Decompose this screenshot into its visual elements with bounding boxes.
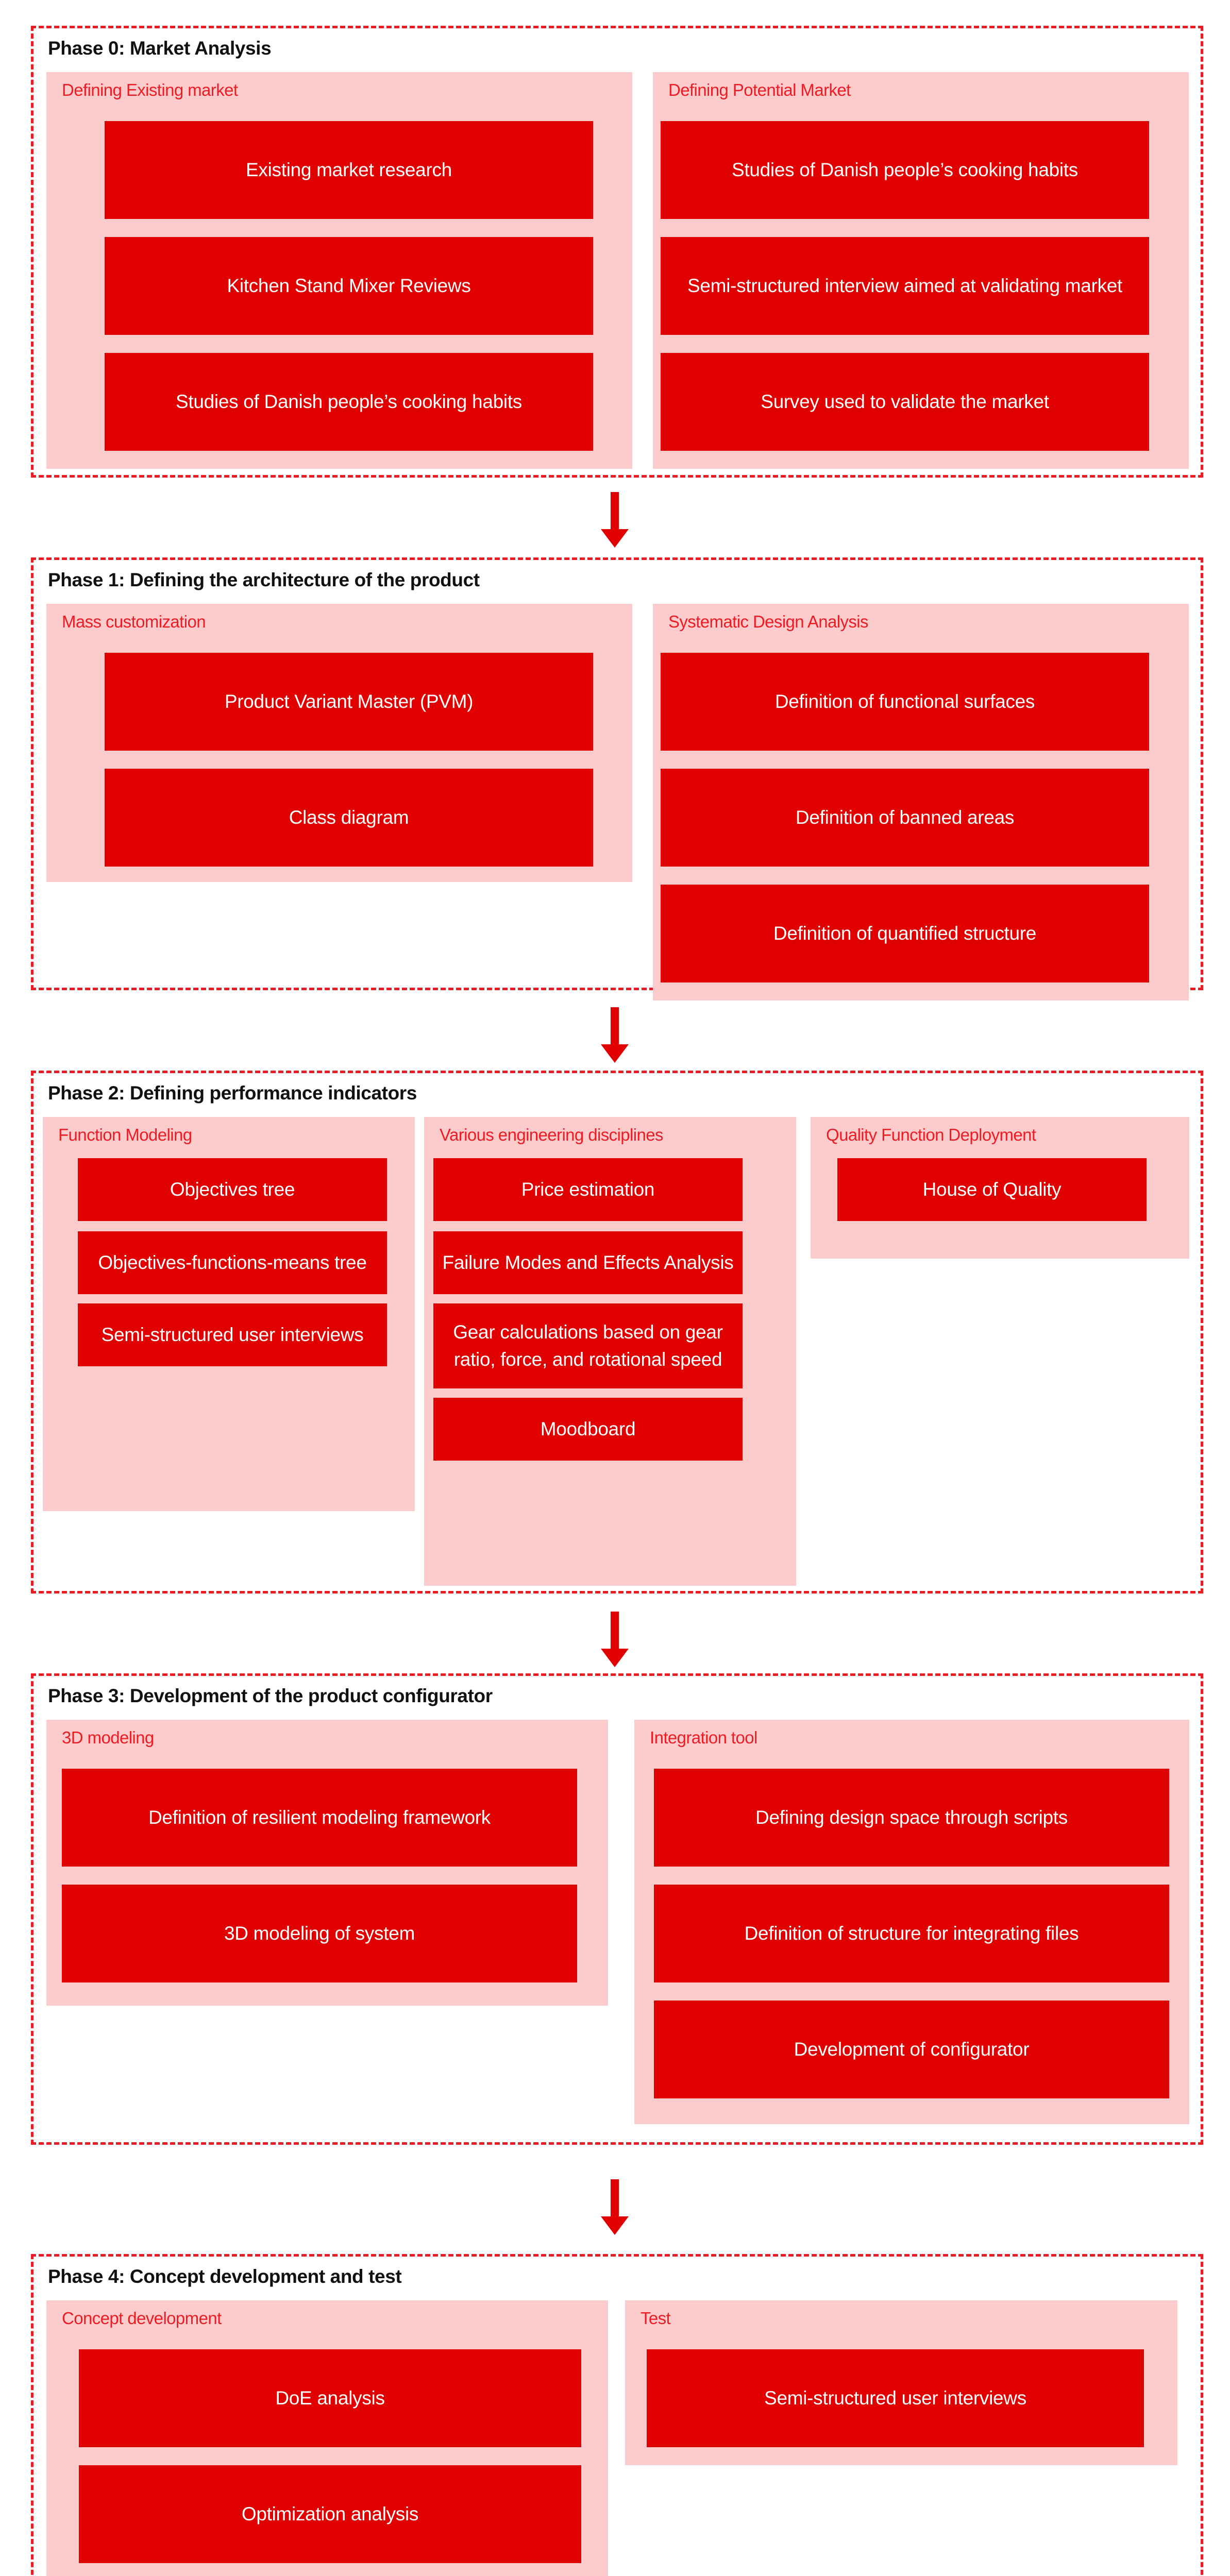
group-title: Systematic Design Analysis [668, 612, 869, 631]
task-box[interactable]: 3D modeling of system [62, 1885, 577, 1982]
task-box[interactable]: Gear calculations based on gear ratio, f… [433, 1303, 743, 1388]
task-box[interactable]: Definition of quantified structure [661, 885, 1149, 982]
group-title: Concept development [62, 2309, 222, 2328]
phase-container-3: Phase 3: Development of the product conf… [31, 1673, 1203, 2145]
group-3d-modeling: 3D modeling Definition of resilient mode… [46, 1720, 608, 2006]
task-box[interactable]: Class diagram [105, 769, 593, 867]
phase-title: Phase 0: Market Analysis [48, 38, 272, 59]
task-box[interactable]: Semi-structured interview aimed at valid… [661, 237, 1149, 335]
task-box[interactable]: Definition of banned areas [661, 769, 1149, 867]
group-title: Various engineering disciplines [440, 1125, 664, 1144]
group-title: Integration tool [650, 1728, 757, 1747]
task-box[interactable]: Survey used to validate the market [661, 353, 1149, 451]
down-arrow-icon [601, 1612, 629, 1667]
task-box[interactable]: Defining design space through scripts [654, 1769, 1169, 1867]
task-box[interactable]: Semi-structured user interviews [647, 2349, 1144, 2447]
group-title: Function Modeling [58, 1125, 192, 1144]
group-title: Quality Function Deployment [826, 1125, 1036, 1144]
task-box[interactable]: Price estimation [433, 1158, 743, 1221]
phase-title: Phase 1: Defining the architecture of th… [48, 569, 480, 590]
group-function-modeling: Function Modeling Objectives tree Object… [43, 1117, 415, 1511]
phase-title: Phase 3: Development of the product conf… [48, 1685, 493, 1706]
group-concept-development: Concept development DoE analysis Optimiz… [46, 2300, 608, 2576]
group-title: Mass customization [62, 612, 206, 631]
task-box[interactable]: Failure Modes and Effects Analysis [433, 1231, 743, 1294]
down-arrow-icon [601, 1007, 629, 1063]
group-systematic-design-analysis: Systematic Design Analysis Definition of… [653, 604, 1189, 1001]
task-box[interactable]: Definition of functional surfaces [661, 653, 1149, 751]
group-title: Test [641, 2309, 671, 2328]
phase-title: Phase 4: Concept development and test [48, 2266, 402, 2287]
group-various-engineering-disciplines: Various engineering disciplines Price es… [424, 1117, 796, 1586]
task-box[interactable]: Studies of Danish people’s cooking habit… [661, 121, 1149, 219]
task-box[interactable]: Optimization analysis [79, 2465, 581, 2563]
down-arrow-icon [601, 492, 629, 548]
phase-container-0: Phase 0: Market Analysis Defining Existi… [31, 26, 1203, 478]
task-box[interactable]: Objectives-functions-means tree [78, 1231, 387, 1294]
group-title: 3D modeling [62, 1728, 154, 1747]
group-defining-potential-market: Defining Potential Market Studies of Dan… [653, 72, 1189, 469]
phase-title: Phase 2: Defining performance indicators [48, 1082, 417, 1104]
task-box[interactable]: House of Quality [837, 1158, 1147, 1221]
task-box[interactable]: Objectives tree [78, 1158, 387, 1221]
task-box[interactable]: Definition of resilient modeling framewo… [62, 1769, 577, 1867]
down-arrow-icon [601, 2179, 629, 2235]
group-test: Test Semi-structured user interviews [625, 2300, 1177, 2465]
group-mass-customization: Mass customization Product Variant Maste… [46, 604, 632, 882]
task-box[interactable]: Development of configurator [654, 2001, 1169, 2098]
task-box[interactable]: Existing market research [105, 121, 593, 219]
group-title: Defining Existing market [62, 80, 238, 99]
task-box[interactable]: Definition of structure for integrating … [654, 1885, 1169, 1982]
phase-container-2: Phase 2: Defining performance indicators… [31, 1071, 1203, 1594]
task-box[interactable]: Product Variant Master (PVM) [105, 653, 593, 751]
group-title: Defining Potential Market [668, 80, 851, 99]
group-defining-existing-market: Defining Existing market Existing market… [46, 72, 632, 469]
phase-container-1: Phase 1: Defining the architecture of th… [31, 557, 1203, 1001]
task-box[interactable]: DoE analysis [79, 2349, 581, 2447]
task-box[interactable]: Moodboard [433, 1398, 743, 1461]
group-quality-function-deployment: Quality Function Deployment House of Qua… [811, 1117, 1189, 1259]
task-box[interactable]: Studies of Danish people’s cooking habit… [105, 353, 593, 451]
task-box[interactable]: Kitchen Stand Mixer Reviews [105, 237, 593, 335]
task-box[interactable]: Semi-structured user interviews [78, 1303, 387, 1366]
group-integration-tool: Integration tool Defining design space t… [634, 1720, 1189, 2124]
phase-container-4: Phase 4: Concept development and test Co… [31, 2254, 1203, 2576]
